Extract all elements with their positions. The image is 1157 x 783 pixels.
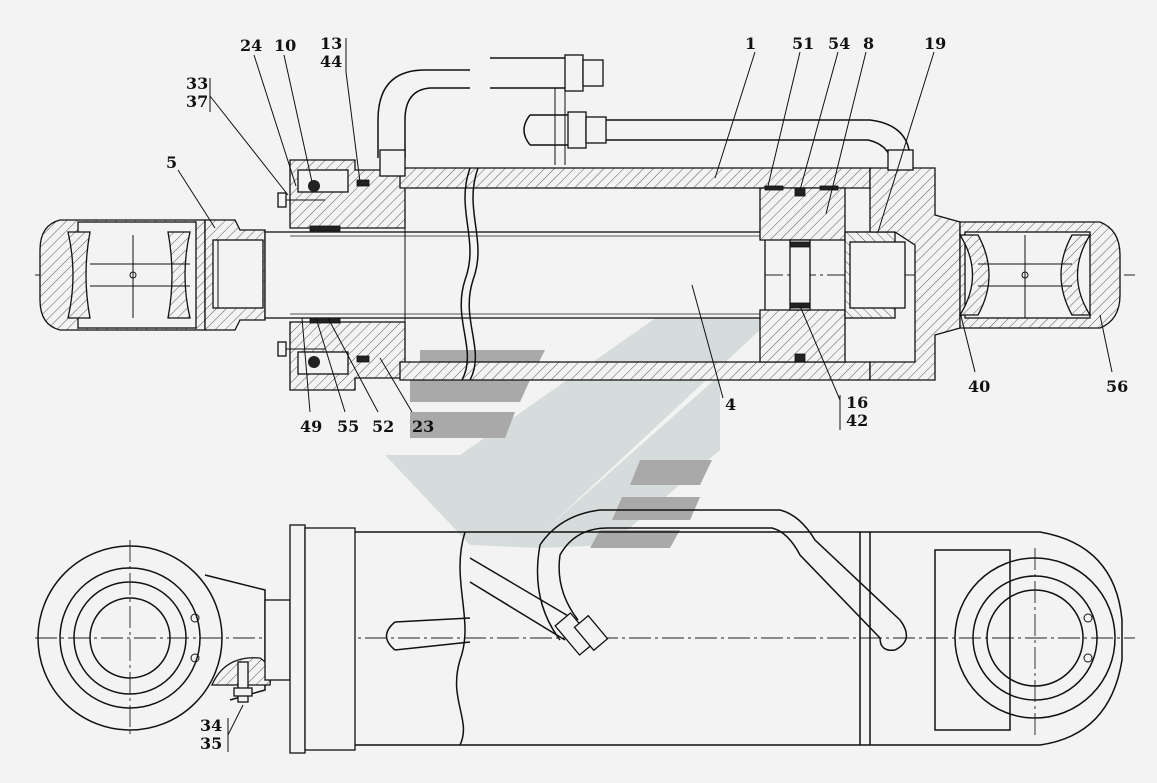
callouts: 24 10 13 44 1 51 54 8 19 33 37 5 4 49 55… (166, 34, 1128, 753)
label-44: 44 (320, 52, 342, 71)
watermark-logo (385, 245, 760, 548)
section-view (35, 54, 1135, 391)
label-4: 4 (725, 395, 736, 414)
label-42: 42 (846, 411, 868, 430)
label-35: 35 (200, 734, 222, 753)
label-23: 23 (412, 417, 434, 436)
label-13: 13 (320, 34, 342, 53)
label-8: 8 (863, 34, 874, 53)
label-40: 40 (968, 377, 990, 396)
external-view (35, 509, 1135, 754)
label-54: 54 (828, 34, 850, 53)
label-10: 10 (274, 36, 296, 55)
label-1: 1 (745, 34, 756, 53)
label-37: 37 (186, 92, 208, 111)
label-55: 55 (337, 417, 359, 436)
label-56: 56 (1106, 377, 1128, 396)
label-5: 5 (166, 153, 177, 172)
label-19: 19 (924, 34, 946, 53)
label-33: 33 (186, 74, 208, 93)
label-34: 34 (200, 716, 222, 735)
leader-lines (177, 38, 1113, 752)
label-16: 16 (846, 393, 868, 412)
label-49: 49 (300, 417, 322, 436)
label-51: 51 (792, 34, 814, 53)
label-52: 52 (372, 417, 394, 436)
label-24: 24 (240, 36, 262, 55)
